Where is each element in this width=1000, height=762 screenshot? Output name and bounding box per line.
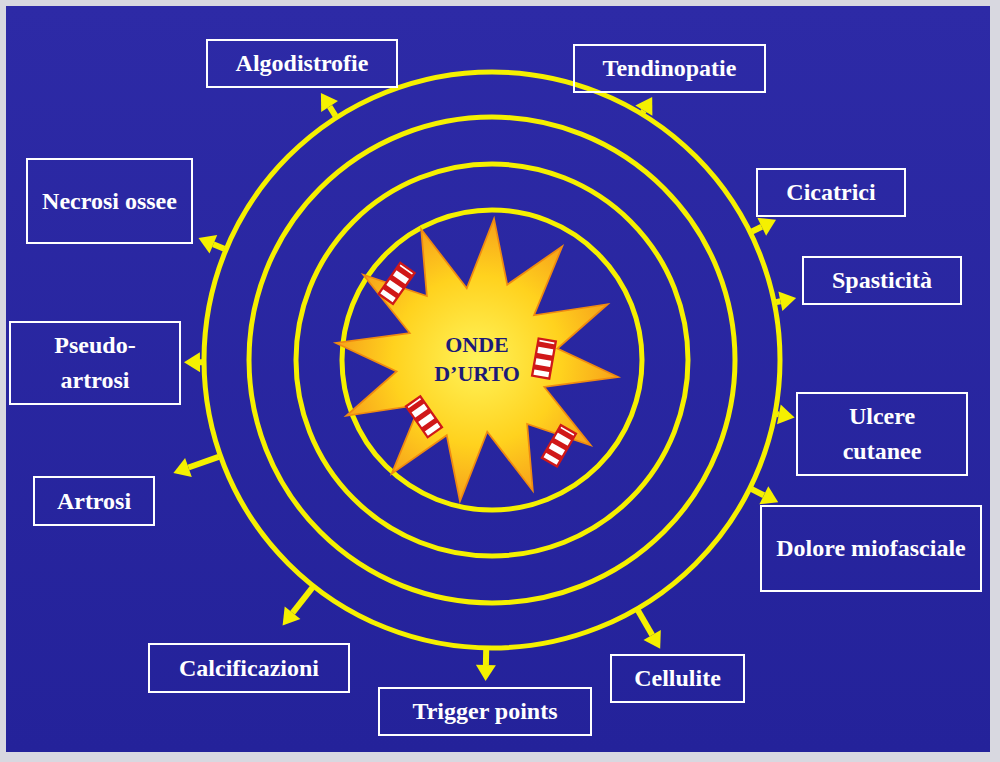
label-box: Spasticità bbox=[802, 256, 962, 305]
burst-star: ONDE D’URTO bbox=[332, 215, 622, 505]
box-label: Ulcere cutanee bbox=[802, 397, 962, 471]
arrow-head bbox=[635, 97, 652, 116]
label-box: Algodistrofie bbox=[206, 39, 398, 88]
box-label: Tendinopatie bbox=[593, 49, 747, 88]
label-box: Ulcere cutanee bbox=[796, 392, 968, 476]
radial-arrow bbox=[189, 457, 219, 468]
label-box: Pseudo- artrosi bbox=[9, 321, 181, 405]
arrow-head bbox=[199, 235, 218, 254]
arrow-head bbox=[777, 405, 795, 425]
label-box: Calcificazioni bbox=[148, 643, 350, 693]
arrow-head bbox=[757, 218, 776, 236]
arrow-head bbox=[321, 93, 338, 112]
label-box: Cicatrici bbox=[756, 168, 906, 217]
label-box: Tendinopatie bbox=[573, 44, 766, 93]
label-box: Artrosi bbox=[33, 476, 155, 526]
radial-arrow bbox=[483, 650, 489, 665]
radial-arrow bbox=[643, 111, 644, 113]
label-box: Necrosi ossee bbox=[26, 158, 193, 244]
arrow-head bbox=[644, 630, 661, 649]
radial-arrow bbox=[776, 298, 780, 305]
box-label: Dolore miofasciale bbox=[766, 529, 976, 568]
arrow-head bbox=[173, 458, 191, 477]
radial-arrow bbox=[293, 588, 313, 613]
radial-arrow bbox=[213, 244, 224, 249]
arrow-head bbox=[778, 291, 796, 311]
box-label: Artrosi bbox=[47, 482, 141, 521]
box-label: Necrosi ossee bbox=[32, 182, 187, 221]
box-label: Trigger points bbox=[402, 692, 567, 731]
radial-arrow bbox=[752, 489, 764, 495]
box-label: Algodistrofie bbox=[226, 44, 379, 83]
arrow-head bbox=[759, 486, 778, 504]
label-box: Cellulite bbox=[610, 654, 745, 703]
box-label: Pseudo- artrosi bbox=[15, 326, 175, 400]
label-box: Dolore miofasciale bbox=[760, 505, 982, 592]
star-shape bbox=[332, 215, 622, 505]
box-label: Spasticità bbox=[822, 261, 942, 300]
arrow-head bbox=[476, 665, 496, 681]
arrow-head bbox=[184, 352, 200, 372]
radial-arrow bbox=[752, 227, 762, 232]
center-title: ONDE D’URTO bbox=[412, 331, 542, 388]
radial-arrow bbox=[638, 611, 652, 635]
box-label: Calcificazioni bbox=[169, 649, 329, 688]
arrow-head bbox=[283, 607, 301, 626]
box-label: Cicatrici bbox=[776, 173, 885, 212]
radial-arrow bbox=[330, 107, 336, 116]
box-label: Cellulite bbox=[624, 659, 731, 698]
label-box: Trigger points bbox=[378, 687, 592, 736]
radial-arrow bbox=[200, 359, 202, 365]
